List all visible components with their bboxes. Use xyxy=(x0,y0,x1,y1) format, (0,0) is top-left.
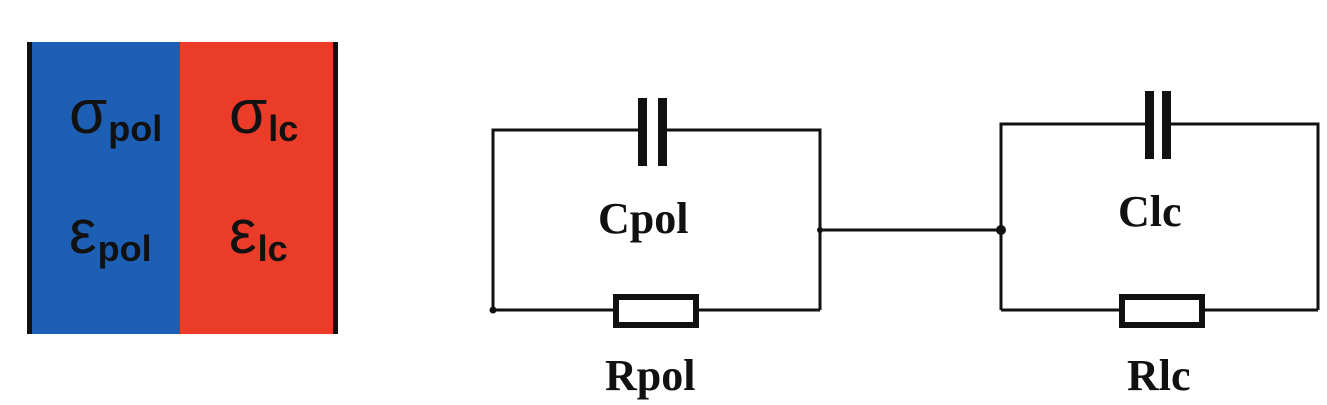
lc-capacitor-plate-left xyxy=(1145,91,1154,159)
sigma-lc: σlc xyxy=(229,82,298,147)
sigma-subscript: pol xyxy=(108,108,163,149)
series-node-left xyxy=(817,227,823,233)
left-electrode xyxy=(27,42,32,334)
epsilon-subscript: pol xyxy=(97,228,152,269)
pol-top-wire-right xyxy=(667,128,822,310)
right-electrode xyxy=(333,42,338,334)
lc-capacitor xyxy=(1145,91,1171,159)
cpol-label: Cpol xyxy=(598,194,689,243)
rpol-label: Rpol xyxy=(605,351,696,400)
clc-label: Clc xyxy=(1118,187,1182,236)
lc-top-wire-left xyxy=(999,122,1145,310)
pol-capacitor-plate-right xyxy=(658,98,667,166)
lc-rc-branch xyxy=(999,122,1320,312)
sigma-subscript: lc xyxy=(268,108,299,149)
epsilon-subscript: lc xyxy=(257,228,288,269)
pol-top-wire-left xyxy=(491,128,638,310)
lc-resistor xyxy=(1119,294,1205,328)
sigma-pol: σpol xyxy=(69,82,162,147)
polymer-layer xyxy=(32,42,180,334)
epsilon-symbol: ε xyxy=(69,198,97,267)
sigma-symbol: σ xyxy=(229,78,268,147)
lc-top-wire-right xyxy=(1171,122,1320,310)
epsilon-symbol: ε xyxy=(229,198,257,267)
pol-capacitor xyxy=(638,98,667,166)
epsilon-pol: εpol xyxy=(69,202,152,267)
sigma-symbol: σ xyxy=(69,78,108,147)
rlc-label: Rlc xyxy=(1127,351,1191,400)
liquid-crystal-layer xyxy=(180,42,333,334)
lc-capacitor-plate-right xyxy=(1162,91,1171,159)
pol-node-bottom-left xyxy=(489,306,497,314)
pol-rc-branch xyxy=(491,128,822,312)
pol-resistor xyxy=(613,294,699,328)
pol-capacitor-plate-left xyxy=(638,98,647,166)
two-layer-sample: σpol εpol σlc εlc xyxy=(27,42,338,334)
epsilon-lc: εlc xyxy=(229,202,288,267)
